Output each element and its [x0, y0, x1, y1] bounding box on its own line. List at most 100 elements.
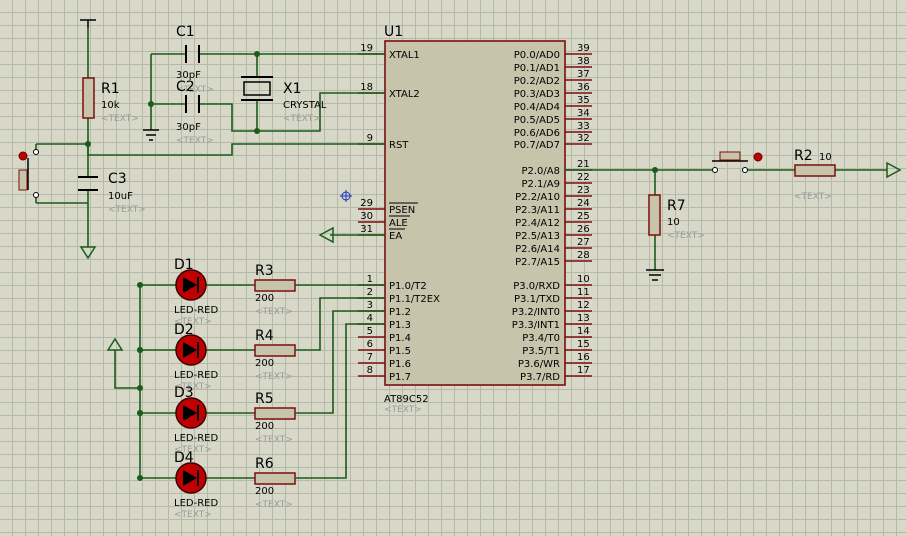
junction: [137, 385, 143, 391]
x1-crystal-body[interactable]: [243, 81, 271, 96]
pin-number: 6: [367, 339, 373, 350]
d1-led-icon[interactable]: [175, 269, 207, 301]
pin-number: 10: [577, 274, 590, 285]
pin-name: P2.7/A15: [515, 257, 560, 268]
c2-ref: C2: [176, 79, 195, 95]
pin-name: XTAL1: [389, 50, 420, 61]
x1-text: <TEXT>: [283, 114, 321, 124]
u1-pin[interactable]: 8P1.7: [358, 365, 411, 383]
pin-name: P3.3/INT1: [512, 320, 560, 331]
pin-number: 16: [577, 352, 590, 363]
button-actuator-icon[interactable]: [18, 151, 28, 161]
r5-text: <TEXT>: [255, 435, 293, 445]
wire-xtal2: [151, 92, 385, 132]
power-icon: [80, 19, 96, 28]
c1-ref: C1: [176, 24, 195, 40]
output-terminal-icon: [886, 161, 902, 179]
pin-number: 1: [367, 274, 373, 285]
pin-number: 27: [577, 237, 590, 248]
r7-text: <TEXT>: [667, 231, 705, 241]
pin-number: 39: [577, 43, 590, 54]
u1-pin[interactable]: 5P1.4: [358, 326, 411, 344]
d3-led-icon[interactable]: [175, 397, 207, 429]
pin-number: 4: [367, 313, 373, 324]
wire-p13: [295, 323, 385, 479]
d3-value: LED-RED: [174, 433, 218, 444]
r1-ref: R1: [101, 81, 120, 97]
u1-pin[interactable]: 7P1.6: [358, 352, 411, 370]
pin-name: P2.2/A10: [515, 192, 560, 203]
pin-name: P3.0/RXD: [513, 281, 560, 292]
wire-reset-button: [35, 143, 88, 204]
r2-ref: R2: [794, 148, 813, 164]
pin-name: P3.6/WR: [518, 359, 560, 370]
pin-name: P1.3: [389, 320, 411, 331]
r5-value: 200: [255, 421, 274, 432]
r3-body[interactable]: [254, 279, 296, 292]
pin-number: 19: [360, 43, 373, 54]
junction: [137, 475, 143, 481]
pin-number: 13: [577, 313, 590, 324]
switch-actuator-icon[interactable]: [753, 152, 763, 162]
d4-led-icon[interactable]: [175, 462, 207, 494]
pin-name: P0.4/AD4: [514, 102, 560, 113]
pin-number: 17: [577, 365, 590, 376]
r4-body[interactable]: [254, 344, 296, 357]
r7-body[interactable]: [648, 194, 661, 236]
pin-number: 2: [367, 287, 373, 298]
r6-text: <TEXT>: [255, 500, 293, 510]
reset-button-icon[interactable]: [18, 169, 28, 191]
d2-led-icon[interactable]: [175, 334, 207, 366]
r2-body[interactable]: [794, 164, 836, 177]
u1-pin[interactable]: 6P1.5: [358, 339, 411, 357]
pin-number: 7: [367, 352, 373, 363]
c3-text: <TEXT>: [108, 205, 146, 215]
r1-body[interactable]: [82, 77, 95, 119]
u1-right-pins: 39P0.0/AD038P0.1/AD137P0.2/AD236P0.3/AD3…: [512, 43, 592, 383]
u1-chip[interactable]: U1 AT89C52 <TEXT> 19XTAL118XTAL29RST29PS…: [358, 24, 592, 415]
d2-value: LED-RED: [174, 370, 218, 381]
pin-name: P1.6: [389, 359, 411, 370]
wire-rst: [87, 28, 385, 156]
junction: [254, 51, 260, 57]
r6-body[interactable]: [254, 472, 296, 485]
pin-number: 11: [577, 287, 590, 298]
r1-value: 10k: [101, 100, 120, 111]
pin-number: 25: [577, 211, 590, 222]
r5-body[interactable]: [254, 407, 296, 420]
push-switch-icon[interactable]: [719, 151, 741, 161]
u1-text: <TEXT>: [384, 405, 422, 415]
u1-body[interactable]: [384, 40, 566, 386]
junction: [254, 128, 260, 134]
ea-terminal-icon: [318, 226, 334, 244]
pin-name: P1.2: [389, 307, 411, 318]
